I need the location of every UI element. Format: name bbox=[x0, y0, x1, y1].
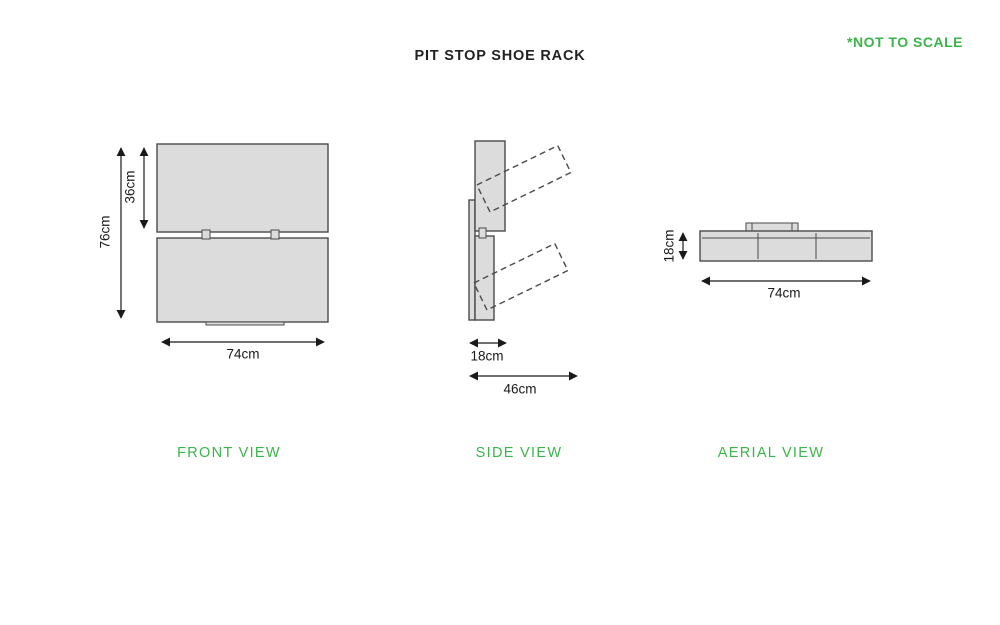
side-depth-open-dim-label: 46cm bbox=[503, 381, 537, 397]
aerial-view-label: AERIAL VIEW bbox=[717, 445, 825, 461]
diagram-title: PIT STOP SHOE RACK bbox=[414, 48, 586, 64]
front-right-hinge bbox=[270, 229, 280, 240]
side-top-compartment bbox=[474, 140, 506, 232]
front-view-label: FRONT VIEW bbox=[177, 445, 281, 461]
front-view-drawing bbox=[116, 143, 329, 347]
side-view-label: SIDE VIEW bbox=[475, 445, 563, 461]
side-depth-closed-dim-label: 18cm bbox=[470, 348, 504, 364]
side-back-panel bbox=[468, 199, 476, 321]
front-left-hinge bbox=[201, 229, 211, 240]
side-view-drawing bbox=[468, 140, 578, 381]
aerial-body bbox=[699, 230, 873, 262]
aerial-view-drawing bbox=[678, 222, 873, 286]
front-top-height-dim-label: 36cm bbox=[122, 170, 138, 204]
front-bottom-compartment bbox=[156, 237, 329, 323]
not-to-scale-note: *NOT TO SCALE bbox=[847, 34, 963, 50]
front-top-compartment bbox=[156, 143, 329, 233]
side-open-top-compartment-dashed bbox=[475, 144, 572, 213]
side-hinge bbox=[478, 227, 487, 239]
aerial-wall-bracket bbox=[745, 222, 799, 232]
front-base bbox=[205, 321, 285, 326]
front-total-height-dim-label: 76cm bbox=[97, 215, 113, 249]
aerial-depth-dim-label: 18cm bbox=[661, 229, 677, 263]
front-width-dim-label: 74cm bbox=[226, 346, 260, 362]
aerial-width-dim-label: 74cm bbox=[767, 285, 801, 301]
side-open-bottom-compartment-dashed bbox=[472, 242, 569, 311]
